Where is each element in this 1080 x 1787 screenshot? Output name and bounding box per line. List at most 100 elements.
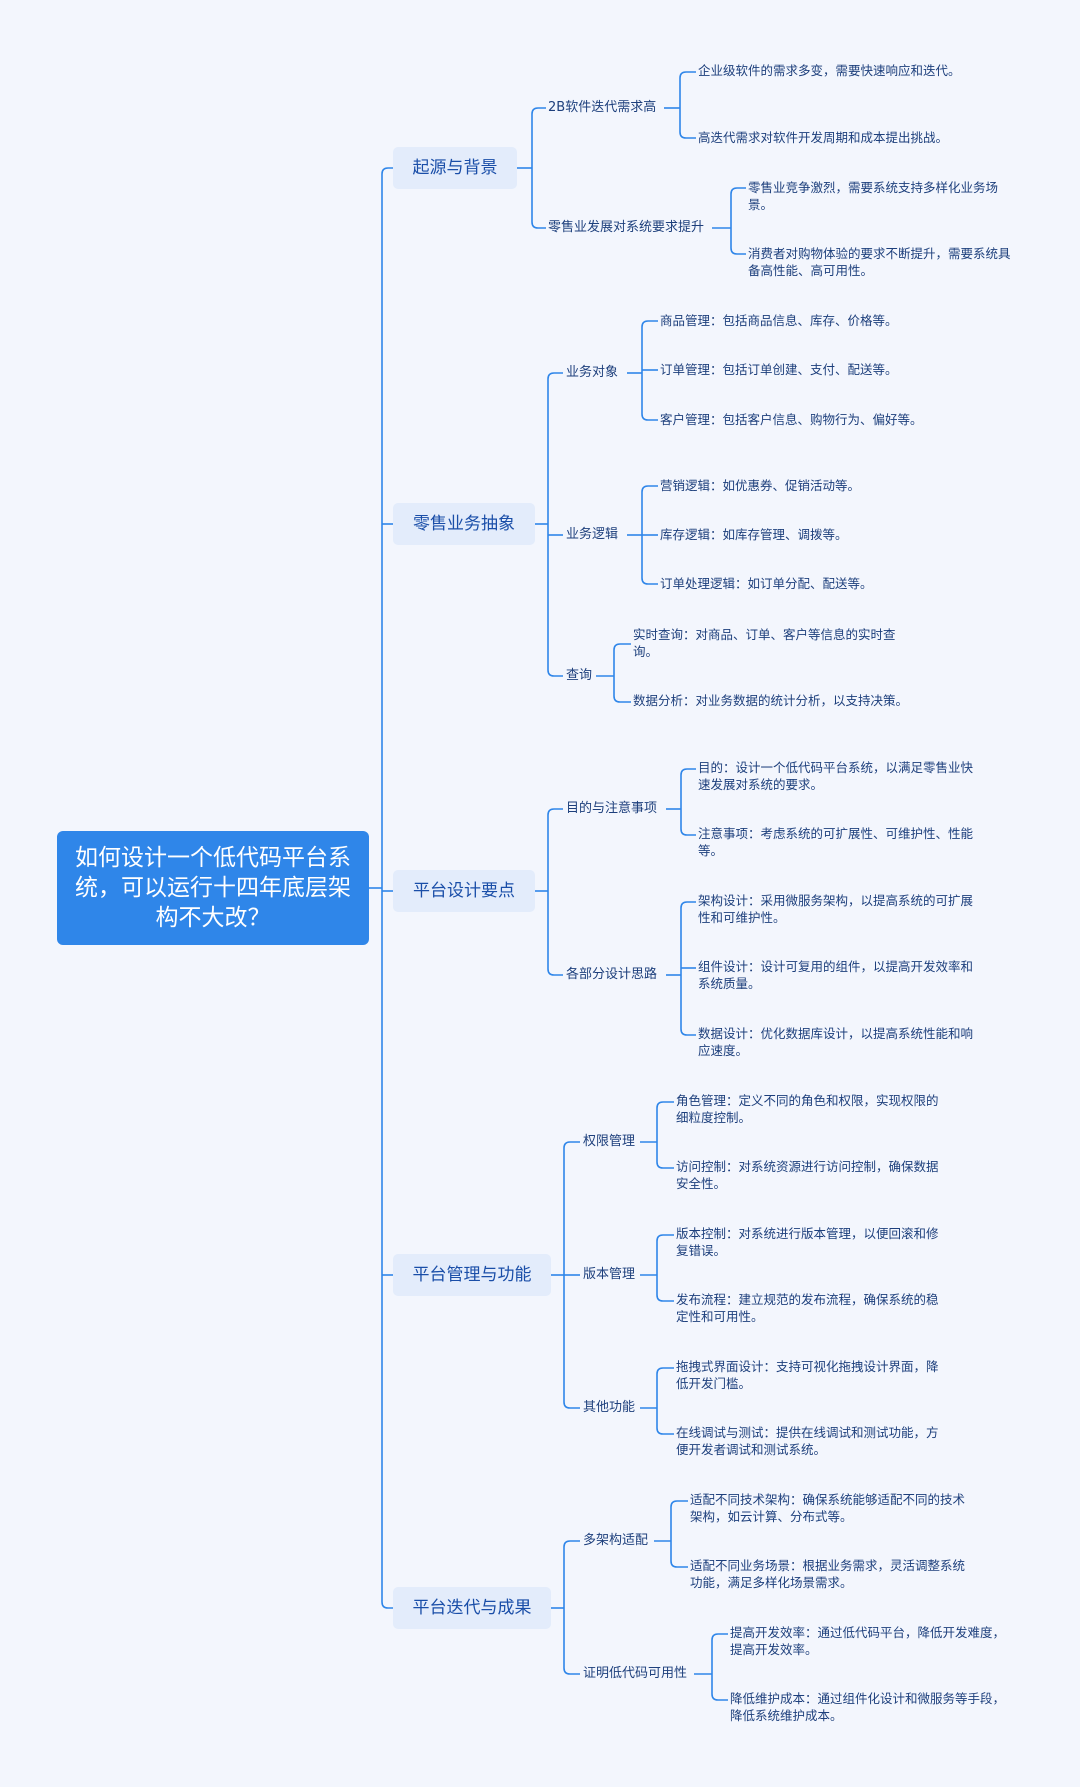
leaf-node[interactable]: 架构设计：采用微服务架构，以提高系统的可扩展性和可维护性。 [698,892,974,926]
leaf-text: 高迭代需求对软件开发周期和成本提出挑战。 [698,130,949,145]
leaf-node[interactable]: 适配不同业务场景：根据业务需求，灵活调整系统功能，满足多样化场景需求。 [690,1557,966,1591]
leaf-text: 架构设计：采用微服务架构，以提高系统的可扩展性和可维护性。 [698,893,974,925]
connector-line [641,320,658,328]
branch-node[interactable]: 平台迭代与成果 [393,1587,551,1629]
connector-line [656,1367,674,1375]
subtopic-label: 查询 [566,668,593,683]
branch-node[interactable]: 零售业务抽象 [393,503,535,545]
connector-line [641,577,658,585]
leaf-node[interactable]: 拖拽式界面设计：支持可视化拖拽设计界面，降低开发门槛。 [676,1358,950,1392]
leaf-node[interactable]: 目的：设计一个低代码平台系统，以满足零售业快速发展对系统的要求。 [698,759,974,793]
leaf-node[interactable]: 数据分析：对业务数据的统计分析，以支持决策。 [633,692,909,709]
subtopic-label: 多架构适配 [583,1533,649,1548]
subtopic-label: 各部分设计思路 [566,967,658,982]
leaf-text: 营销逻辑：如优惠券、促销活动等。 [660,478,861,493]
leaf-text: 在线调试与测试：提供在线调试和测试功能，方便开发者调试和测试系统。 [676,1425,939,1457]
branch-label: 起源与背景 [412,158,498,178]
leaf-node[interactable]: 库存逻辑：如库存管理、调拨等。 [660,526,930,543]
leaf-node[interactable]: 订单处理逻辑：如订单分配、配送等。 [660,575,930,592]
leaf-text: 订单处理逻辑：如订单分配、配送等。 [660,576,873,591]
leaf-node[interactable]: 企业级软件的需求多变，需要快速响应和迭代。 [698,62,970,79]
connector-line [680,828,696,836]
leaf-text: 适配不同业务场景：根据业务需求，灵活调整系统功能，满足多样化场景需求。 [690,1558,966,1590]
leaf-text: 降低维护成本：通过组件化设计和微服务等手段，降低系统维护成本。 [730,1691,1006,1723]
connector-line [680,901,696,909]
leaf-text: 适配不同技术架构：确保系统能够适配不同的技术架构，如云计算、分布式等。 [690,1492,966,1524]
connector-line [679,131,696,139]
subtopic-label: 目的与注意事项 [566,801,658,816]
leaf-node[interactable]: 订单管理：包括订单创建、支付、配送等。 [660,361,930,378]
connector-line [613,695,631,703]
leaf-text: 库存逻辑：如库存管理、调拨等。 [660,527,848,542]
connector-line [680,1028,696,1036]
subtopic-node[interactable]: 权限管理 [583,1133,635,1151]
leaf-node[interactable]: 发布流程：建立规范的发布流程，确保系统的稳定性和可用性。 [676,1291,950,1325]
leaf-node[interactable]: 商品管理：包括商品信息、库存、价格等。 [660,312,930,329]
connector-line [680,768,696,776]
subtopic-label: 业务逻辑 [566,527,619,542]
subtopic-node[interactable]: 查询 [566,667,592,685]
branch-label: 平台设计要点 [413,881,515,901]
connector-line [656,1427,674,1435]
leaf-text: 订单管理：包括订单创建、支付、配送等。 [660,362,898,377]
root-node[interactable]: 如何设计一个低代码平台系统，可以运行十四年底层架构不大改？ [57,831,369,945]
leaf-text: 消费者对购物体验的要求不断提升，需要系统具备高性能、高可用性。 [748,246,1011,278]
subtopic-label: 零售业发展对系统要求提升 [548,220,705,235]
leaf-node[interactable]: 版本控制：对系统进行版本管理，以便回滚和修复错误。 [676,1225,950,1259]
leaf-node[interactable]: 高迭代需求对软件开发周期和成本提出挑战。 [698,129,970,146]
connector-line [670,1560,688,1568]
leaf-node[interactable]: 在线调试与测试：提供在线调试和测试功能，方便开发者调试和测试系统。 [676,1424,950,1458]
leaf-text: 组件设计：设计可复用的组件，以提高开发效率和系统质量。 [698,959,974,991]
connector-line [730,187,746,195]
connector-line [381,167,393,175]
connector-line [547,669,563,677]
leaf-node[interactable]: 实时查询：对商品、订单、客户等信息的实时查询。 [633,626,909,660]
subtopic-label: 版本管理 [583,1267,636,1282]
connector-line [656,1294,674,1302]
leaf-node[interactable]: 客户管理：包括客户信息、购物行为、偏好等。 [660,411,930,428]
subtopic-label: 权限管理 [583,1134,636,1149]
leaf-node[interactable]: 消费者对购物体验的要求不断提升，需要系统具备高性能、高可用性。 [748,245,1022,279]
subtopic-node[interactable]: 零售业发展对系统要求提升 [548,219,704,237]
subtopic-node[interactable]: 业务逻辑 [566,526,618,544]
subtopic-node[interactable]: 其他功能 [583,1399,635,1417]
connector-line [563,1401,580,1409]
leaf-node[interactable]: 适配不同技术架构：确保系统能够适配不同的技术架构，如云计算、分布式等。 [690,1491,966,1525]
leaf-text: 提高开发效率：通过低代码平台，降低开发难度，提高开发效率。 [730,1625,1006,1657]
connector-line [730,247,746,255]
branch-node[interactable]: 起源与背景 [393,147,517,189]
leaf-text: 目的：设计一个低代码平台系统，以满足零售业快速发展对系统的要求。 [698,760,974,792]
leaf-text: 零售业竞争激烈，需要系统支持多样化业务场景。 [748,180,999,212]
branch-label: 平台迭代与成果 [412,1598,532,1618]
leaf-text: 企业级软件的需求多变，需要快速响应和迭代。 [698,63,961,78]
subtopic-label: 2B软件迭代需求高 [548,100,657,115]
leaf-node[interactable]: 零售业竞争激烈，需要系统支持多样化业务场景。 [748,179,1022,213]
subtopic-node[interactable]: 业务对象 [566,364,618,382]
subtopic-node[interactable]: 目的与注意事项 [566,800,657,818]
leaf-text: 版本控制：对系统进行版本管理，以便回滚和修复错误。 [676,1226,939,1258]
connector-line [613,643,631,651]
leaf-node[interactable]: 营销逻辑：如优惠券、促销活动等。 [660,477,930,494]
subtopic-node[interactable]: 多架构适配 [583,1532,648,1550]
connector-line [656,1161,674,1169]
branch-node[interactable]: 平台管理与功能 [393,1254,551,1296]
connector-line [381,1601,393,1609]
leaf-node[interactable]: 注意事项：考虑系统的可扩展性、可维护性、性能等。 [698,825,974,859]
leaf-node[interactable]: 提高开发效率：通过低代码平台，降低开发难度，提高开发效率。 [730,1624,1006,1658]
subtopic-node[interactable]: 版本管理 [583,1266,635,1284]
leaf-node[interactable]: 组件设计：设计可复用的组件，以提高开发效率和系统质量。 [698,958,974,992]
leaf-node[interactable]: 角色管理：定义不同的角色和权限，实现权限的细粒度控制。 [676,1092,950,1126]
subtopic-node[interactable]: 证明低代码可用性 [583,1665,687,1683]
branch-label: 平台管理与功能 [412,1265,532,1285]
leaf-text: 访问控制：对系统资源进行访问控制，确保数据安全性。 [676,1159,939,1191]
leaf-node[interactable]: 数据设计：优化数据库设计，以提高系统性能和响应速度。 [698,1025,974,1059]
connector-line [679,71,696,79]
leaf-node[interactable]: 降低维护成本：通过组件化设计和微服务等手段，降低系统维护成本。 [730,1690,1006,1724]
subtopic-node[interactable]: 各部分设计思路 [566,966,657,984]
subtopic-node[interactable]: 2B软件迭代需求高 [548,99,656,117]
branch-node[interactable]: 平台设计要点 [393,870,535,912]
leaf-node[interactable]: 访问控制：对系统资源进行访问控制，确保数据安全性。 [676,1158,950,1192]
leaf-text: 注意事项：考虑系统的可扩展性、可维护性、性能等。 [698,826,974,858]
leaf-text: 角色管理：定义不同的角色和权限，实现权限的细粒度控制。 [676,1093,939,1125]
